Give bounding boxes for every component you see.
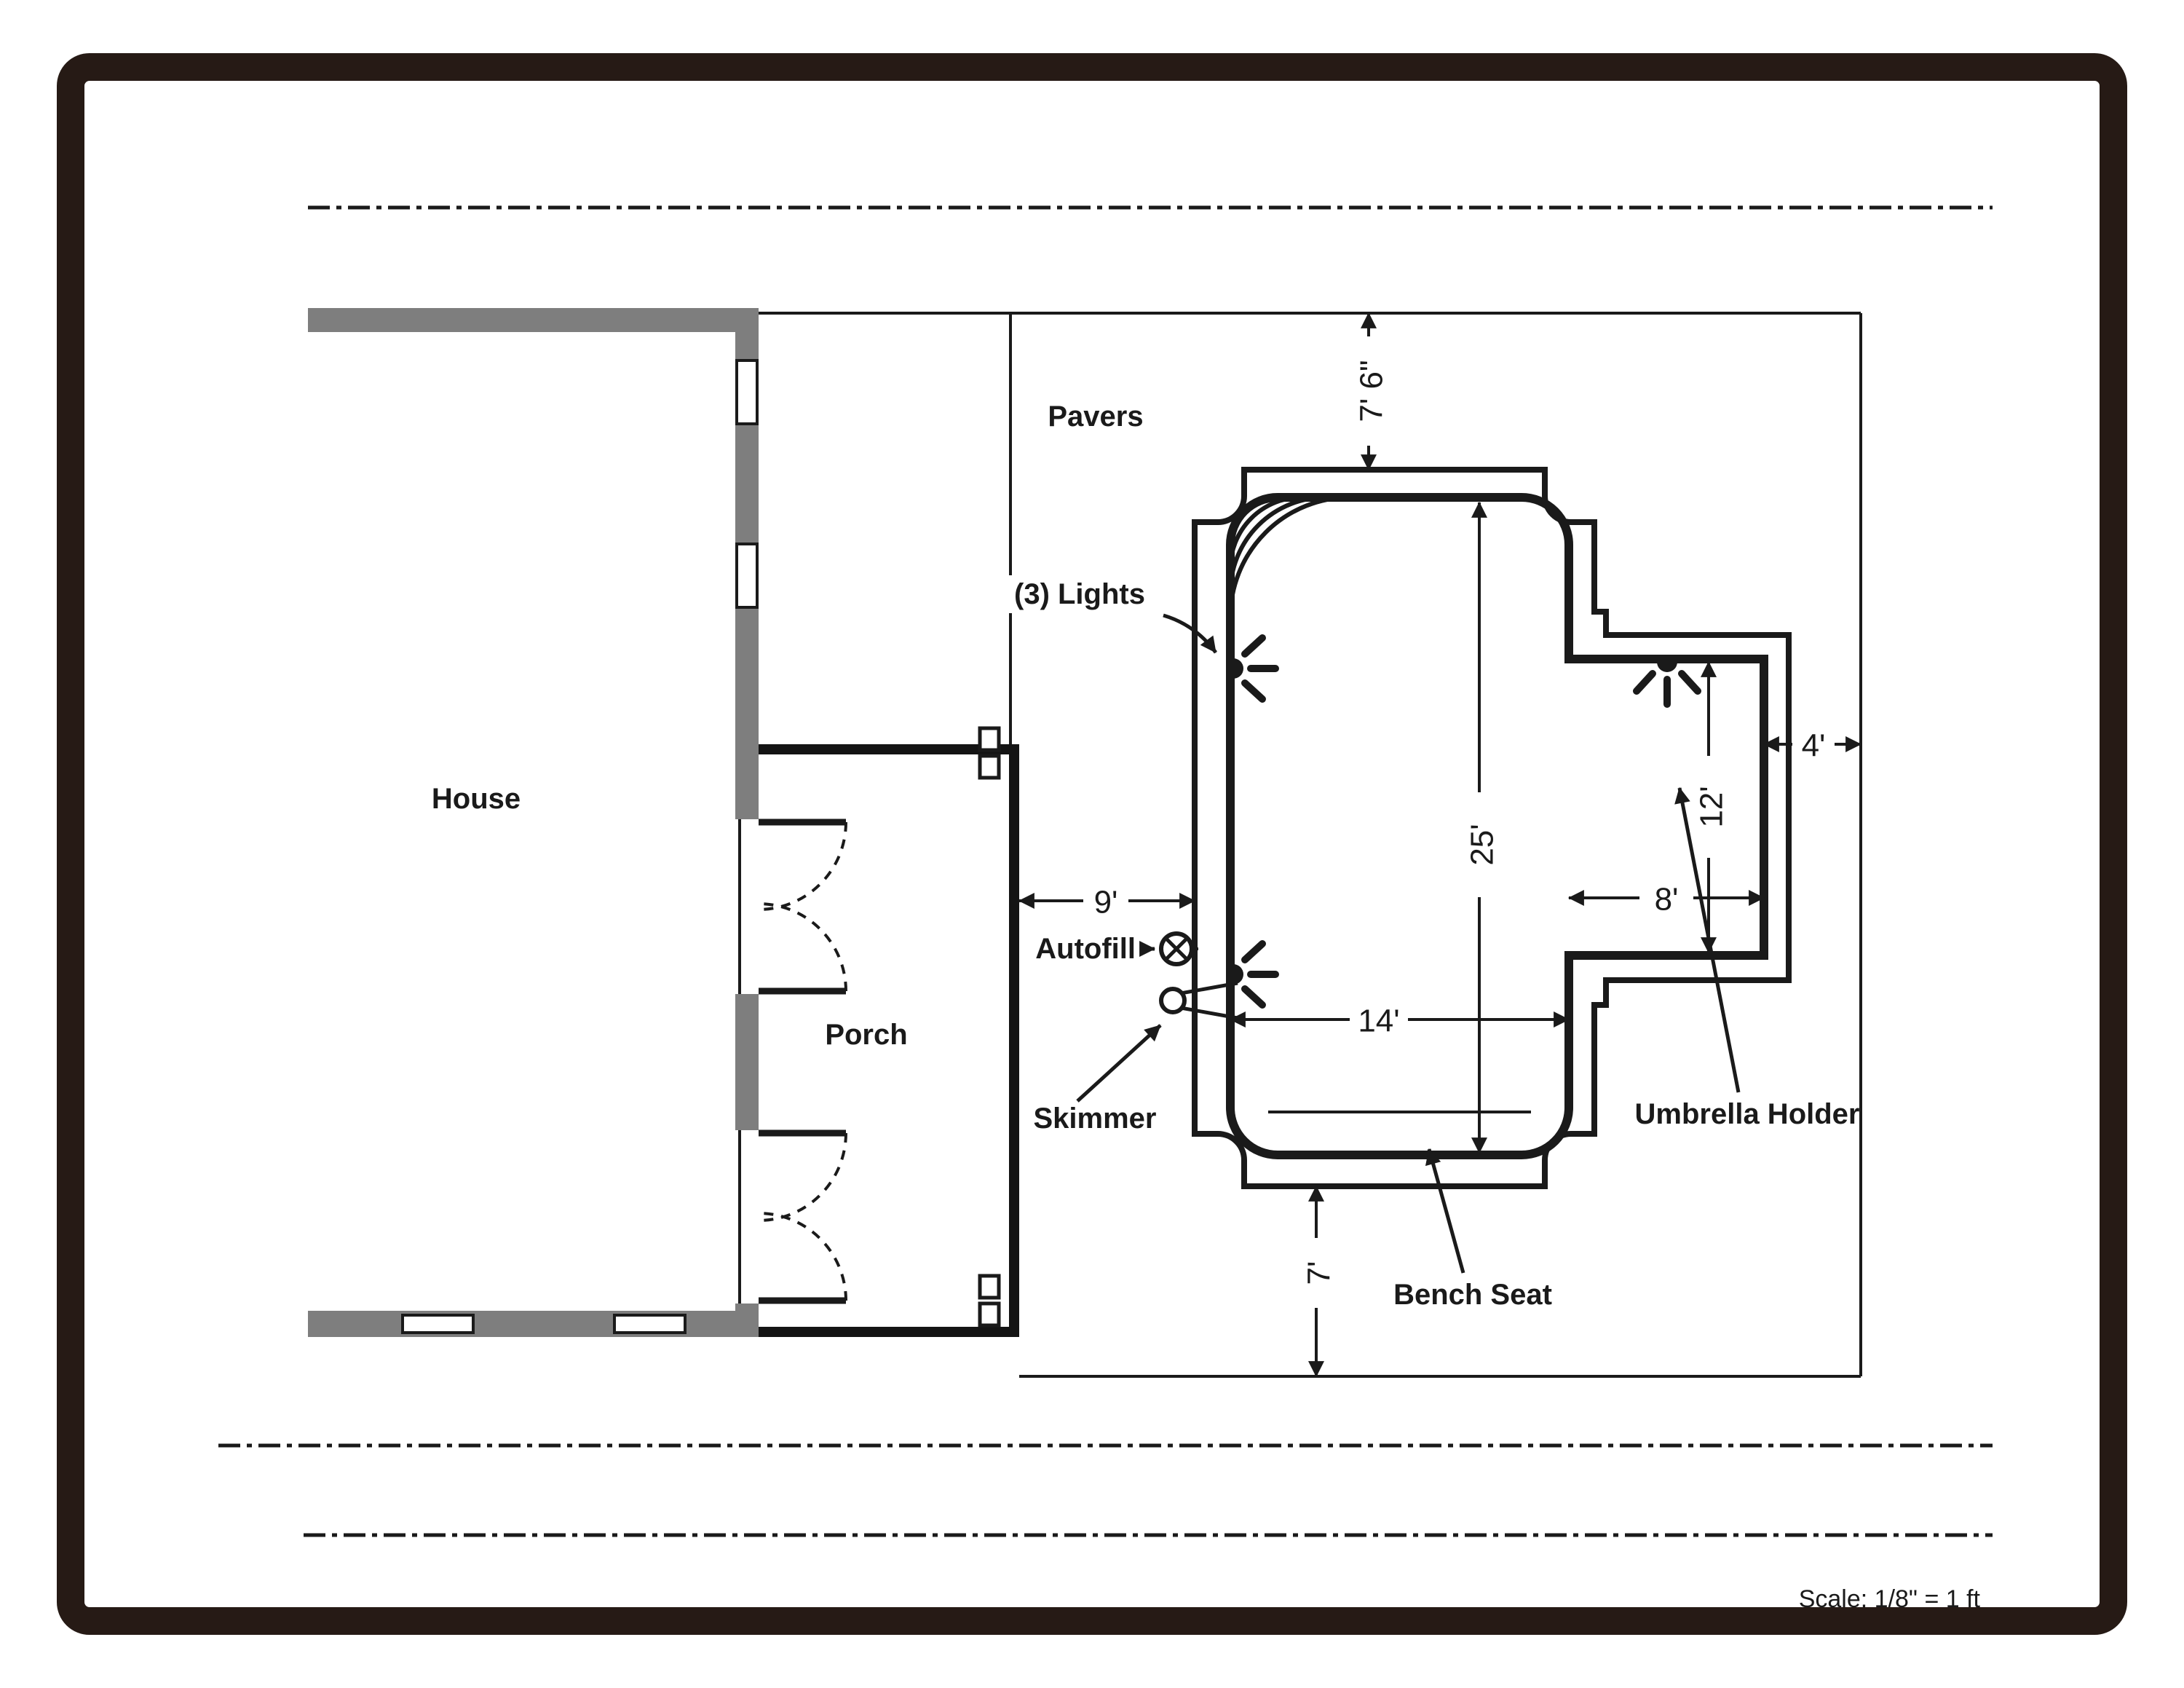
house-wall-right-middle	[735, 994, 759, 1130]
pool-lights	[1233, 634, 1701, 1009]
porch-wall-bottom	[759, 1327, 1019, 1337]
stairs-arcs	[1228, 495, 1351, 618]
label-mask	[989, 575, 1171, 613]
bench-seat-label: Bench Seat	[1393, 1279, 1552, 1311]
stair-arc	[1228, 495, 1302, 569]
umbrella-holder-label: Umbrella Holder	[1635, 1098, 1860, 1130]
leader-arrows	[1076, 613, 1741, 1274]
window-icon	[613, 1314, 687, 1334]
autofill-icon	[1159, 931, 1198, 966]
pool-light-icon	[1233, 634, 1279, 703]
stair-arc	[1228, 495, 1351, 618]
door-frame-mark	[978, 726, 1001, 752]
window-icon	[735, 543, 759, 609]
door-frame-mark	[978, 1301, 1001, 1328]
window-icon	[735, 359, 759, 425]
dim-label-mask	[1792, 725, 1835, 765]
lights-leader-arrow	[1163, 613, 1218, 654]
skimmer-icon	[1159, 981, 1238, 1020]
house-wall-top	[308, 308, 759, 332]
pool-light-icon	[1233, 940, 1279, 1009]
dim-label-ext-length: 12'	[1694, 786, 1730, 827]
stair-arc	[1228, 495, 1326, 593]
dim-label-pool-length: 25'	[1465, 824, 1500, 865]
dim-label-mask	[1350, 1000, 1408, 1041]
dim-label-mask	[1299, 1238, 1334, 1308]
door-frame-mark	[978, 1274, 1001, 1300]
house-walls	[308, 308, 759, 1337]
dim-label-mask	[1351, 336, 1386, 446]
dim-label-ext-width: 8'	[1655, 882, 1679, 918]
scale-note: Scale: 1/8" = 1 ft	[1799, 1585, 1981, 1613]
umbrella-leader-arrow	[1674, 786, 1741, 1093]
dim-label-ext-setback-right: 4'	[1802, 728, 1826, 764]
dim-label-mask	[1083, 881, 1128, 922]
autofill-label: Autofill	[1035, 933, 1136, 965]
door-swing-arc-icon	[758, 1212, 847, 1301]
dim-label-setback-bottom: 7'	[1302, 1261, 1337, 1285]
dim-label-setback-top: 7' 6"	[1354, 360, 1390, 422]
porch-wall-right	[1009, 744, 1019, 1337]
dimensions: 7' 6" 25' 12' 8' 4' 9' 14' 7'	[1018, 312, 1862, 1378]
dim-label-pool-width: 14'	[1358, 1003, 1399, 1039]
skimmer-leader-arrow	[1076, 1024, 1162, 1103]
french-doors	[738, 819, 847, 1304]
porch-label: Porch	[825, 1019, 907, 1051]
door-swing-arc-icon	[758, 821, 847, 911]
door-frame-mark	[978, 754, 1001, 780]
skimmer-label: Skimmer	[1034, 1103, 1157, 1135]
page-border	[57, 53, 2127, 1635]
property-lines	[218, 205, 1993, 1537]
porch-wall-top	[759, 744, 1019, 754]
house-label: House	[432, 783, 521, 815]
porch-walls	[759, 744, 1019, 1337]
lights-label: (3) Lights	[1014, 578, 1145, 610]
pool-waterline	[1226, 493, 1768, 1159]
window-icon	[401, 1314, 475, 1334]
bench-leader-arrow	[1425, 1148, 1465, 1274]
house-wall-bottom	[308, 1311, 759, 1337]
pavers-label: Pavers	[1048, 401, 1143, 433]
dim-label-mask	[1691, 756, 1726, 858]
dim-label-mask	[1639, 878, 1693, 919]
pavers-boundary	[759, 312, 1862, 1378]
porch-door-frames	[978, 726, 1001, 1328]
house-windows	[401, 359, 759, 1334]
dim-label-mask	[1462, 792, 1497, 897]
dim-label-setback-left: 9'	[1094, 885, 1118, 920]
pool	[1192, 467, 1792, 1189]
door-swing-arc-icon	[758, 902, 847, 992]
pool-light-icon	[1633, 662, 1701, 708]
door-swing-arc-icon	[758, 1132, 847, 1222]
labels: House Porch Pavers (3) Lights Autofill S…	[432, 401, 1981, 1613]
